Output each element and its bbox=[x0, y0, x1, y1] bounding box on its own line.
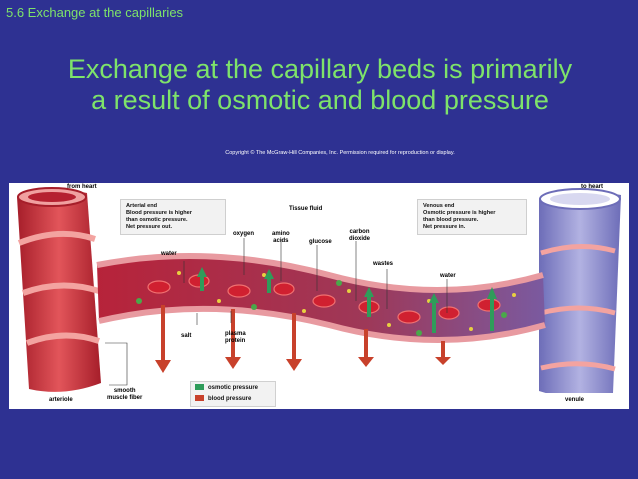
amino-acids-line-1: amino bbox=[272, 231, 290, 237]
arterial-end-line-3: than osmotic pressure. bbox=[126, 217, 188, 223]
glucose-label: glucose bbox=[309, 239, 332, 245]
osmotic-pressure-arrows bbox=[197, 267, 497, 333]
smooth-muscle-label: smooth muscle fiber bbox=[107, 388, 142, 402]
capillary-diagram: from heart to heart Tissue fluid oxygen … bbox=[9, 183, 629, 409]
amino-acids-line-2: acids bbox=[273, 238, 289, 244]
venous-end-line-3: than blood pressure. bbox=[423, 217, 479, 223]
wastes-label: wastes bbox=[373, 261, 394, 267]
arterial-end-line-2: Blood pressure is higher bbox=[126, 210, 192, 216]
arteriole-vessel bbox=[17, 187, 101, 392]
title-line-1: Exchange at the capillary beds is primar… bbox=[67, 54, 573, 84]
water-left-label: water bbox=[161, 251, 177, 257]
capillary-illustration bbox=[9, 187, 629, 409]
from-heart-label: from heart bbox=[67, 184, 97, 190]
blood-pressure-arrows bbox=[155, 305, 451, 373]
slide-title: Exchange at the capillary beds is primar… bbox=[20, 54, 620, 116]
arterial-end-box: Arterial end Blood pressure is higher th… bbox=[120, 199, 226, 235]
legend-osmotic-label: osmotic pressure bbox=[208, 385, 259, 391]
legend-osmotic-row: osmotic pressure bbox=[195, 384, 258, 392]
copyright-notice: Copyright © The McGraw-Hill Companies, I… bbox=[225, 150, 455, 156]
legend-blood-label: blood pressure bbox=[208, 396, 252, 402]
smooth-muscle-line-1: smooth bbox=[113, 388, 136, 394]
amino-acids-label: amino acids bbox=[272, 231, 290, 245]
carbon-dioxide-line-1: carbon bbox=[349, 229, 370, 235]
arterial-end-title: Arterial end bbox=[126, 203, 158, 209]
venous-end-title: Venous end bbox=[423, 203, 455, 209]
to-heart-label: to heart bbox=[581, 184, 604, 190]
carbon-dioxide-label: carbon dioxide bbox=[349, 229, 370, 243]
pressure-legend: osmotic pressure blood pressure bbox=[190, 381, 276, 407]
venous-end-box: Venous end Osmotic pressure is higher th… bbox=[417, 199, 527, 235]
venule-vessel bbox=[539, 188, 621, 398]
legend-blood-row: blood pressure bbox=[195, 395, 251, 403]
plasma-protein-label: plasma protein bbox=[225, 331, 246, 345]
venule-label: venule bbox=[565, 397, 585, 403]
tissue-fluid-label: Tissue fluid bbox=[289, 206, 323, 212]
smooth-muscle-line-2: muscle fiber bbox=[107, 395, 143, 401]
plasma-protein-line-2: protein bbox=[225, 338, 246, 344]
oxygen-label: oxygen bbox=[233, 231, 255, 237]
blood-swatch bbox=[195, 395, 204, 402]
salt-label: salt bbox=[181, 333, 192, 339]
water-right-label: water bbox=[440, 273, 456, 279]
arterial-end-line-4: Net pressure out. bbox=[126, 224, 173, 230]
carbon-dioxide-line-2: dioxide bbox=[349, 236, 371, 242]
osmotic-swatch bbox=[195, 384, 204, 391]
venous-end-line-4: Net pressure in. bbox=[423, 224, 466, 230]
section-label: 5.6 Exchange at the capillaries bbox=[6, 5, 184, 20]
arteriole-label: arteriole bbox=[49, 397, 73, 403]
plasma-protein-line-1: plasma bbox=[225, 331, 246, 337]
venous-end-line-2: Osmotic pressure is higher bbox=[423, 210, 496, 216]
title-line-2: a result of osmotic and blood pressure bbox=[91, 85, 549, 115]
